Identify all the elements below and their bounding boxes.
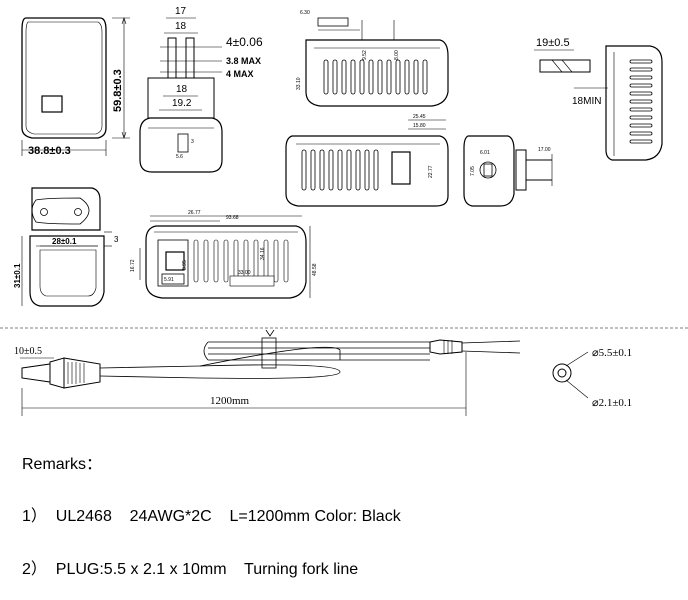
dim-pin-19-2: 19.2 [172,98,192,109]
dim-side-17-00: 17.00 [538,147,551,153]
dim-side-22-77: 22.77 [428,165,434,178]
dim-top-8-95: 8.95 [182,260,188,270]
adapter-long-side-view [285,135,449,207]
dim-top-48-58: 48.58 [312,263,318,276]
dim-pin-5-6: 5.6 [176,154,183,160]
dim-us-9-52: 9.52 [362,50,368,60]
dim-eu-3: 3 [114,235,119,244]
dim-us-6-30: 6.30 [300,10,310,16]
dim-eu-28: 28±0.1 [52,237,77,246]
dim-plug-inner: ⌀2.1±0.1 [592,397,632,409]
plug-end-view: ⌀5.5±0.1 ⌀2.1±0.1 [552,347,632,409]
technical-drawing: 59.8±0.3 38.8±0.3 17 18 4±0.06 3.8 MAX 4… [0,6,688,416]
dim-front-width: 38.8±0.3 [28,145,71,157]
dim-cable-length: 1200mm [210,395,250,407]
dim-side-7-05: 7.05 [470,166,476,176]
dim-pin-17: 17 [175,6,187,17]
dim-uk-19: 19±0.5 [536,37,570,49]
dim-front-height: 59.8±0.3 [112,69,124,112]
dim-pin-4: 4±0.06 [226,35,263,49]
adapter-end-view: 25.45 15.80 22.77 6.01 7.05 17.00 [408,114,553,207]
us-plug-side-view: 6.30 9.52 8.00 33.10 [296,10,449,107]
dim-pin-3: 3 [191,139,194,145]
dim-plug-outer: ⌀5.5±0.1 [592,347,632,359]
dim-top-16-72: 16.72 [130,259,136,272]
dim-top-26-77: 26.77 [188,210,201,216]
plug-variant-side-view: 19±0.5 18MIN [534,37,663,161]
adapter-top-view: 26.77 93.68 5.91 8.95 33.00 34.16 48.58 … [130,210,318,299]
eu-pin-side-view: 17 18 4±0.06 3.8 MAX 4 MAX 18 19.2 3 5.6 [139,6,263,173]
dim-us-8-00: 8.00 [394,50,400,60]
dim-pin-18: 18 [175,21,187,32]
dim-pin-18b: 18 [176,84,188,95]
dim-side-25-45: 25.45 [413,114,426,120]
dim-eu-31: 31±0.1 [13,263,22,288]
adapter-front-view: 59.8±0.3 38.8±0.3 [21,17,130,157]
dim-uk-18min: 18MIN [572,96,601,107]
dim-side-15-80: 15.80 [413,123,426,129]
dim-pin-4max: 4 MAX [226,69,254,79]
dc-cable-drawing: 10±0.5 1200mm [0,327,688,416]
remark-line-1: 1） UL2468 24AWG*2C L=1200mm Color: Black [22,508,401,525]
remarks-title: Remarks： [22,456,103,473]
remark-line-2: 2） PLUG:5.5 x 2.1 x 10mm Turning fork li… [22,561,359,578]
dim-top-34-16: 34.16 [260,247,266,260]
eu-plug-face-view: 28±0.1 3 31±0.1 [13,187,119,307]
dim-top-93-68: 93.68 [226,215,239,221]
dim-pin-3-8: 3.8 MAX [226,56,261,66]
dim-top-33-00: 33.00 [238,270,251,276]
dim-top-5-91: 5.91 [164,277,174,283]
dim-cable-plug-len: 10±0.5 [14,346,42,357]
dim-side-6-01: 6.01 [480,150,490,156]
dim-us-33-10: 33.10 [296,77,302,90]
remarks-section: Remarks： 1） UL2468 24AWG*2C L=1200mm Col… [0,430,688,600]
